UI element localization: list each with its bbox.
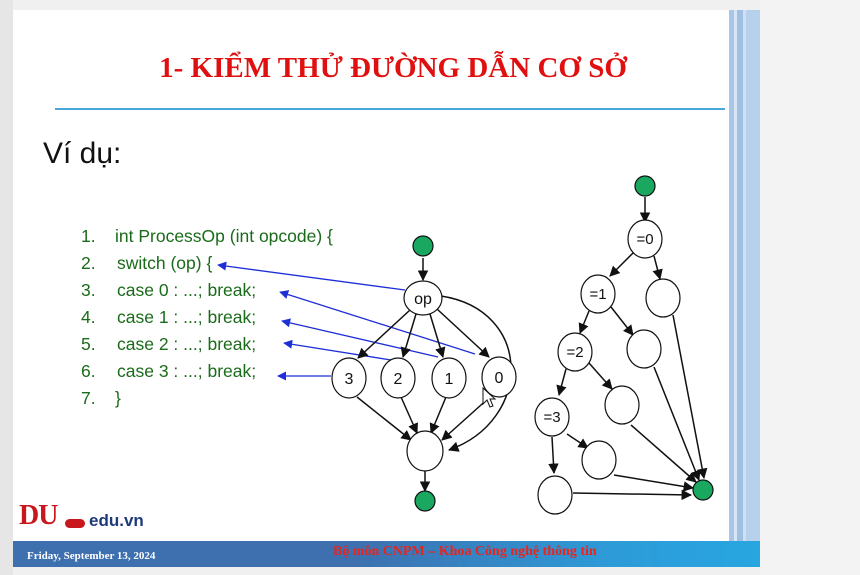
edge: [429, 396, 447, 434]
code-line: 5. case 2 : ...; break;: [81, 334, 256, 355]
code-line: 4. case 1 : ...; break;: [81, 307, 256, 328]
slide-decoration-bars: [729, 10, 760, 567]
edge: [572, 489, 693, 501]
edge: [436, 308, 490, 358]
start-node: [412, 235, 434, 257]
footer-date: Friday, September 13, 2024: [27, 550, 156, 562]
logo-mark: DU: [19, 500, 58, 531]
mapping-arrow: [217, 261, 406, 291]
edge: [400, 313, 417, 359]
join-node: [406, 430, 444, 472]
action-node: [537, 475, 573, 515]
line-number: 7.: [81, 388, 96, 408]
case-node: [380, 357, 416, 399]
mapping-arrow: [281, 318, 439, 358]
window-right-area: [760, 0, 860, 575]
switch-node-label: op: [414, 291, 432, 308]
decision-node: [534, 397, 570, 437]
edge: [588, 362, 613, 390]
title-divider: [55, 108, 725, 110]
footer-bar: Friday, September 13, 2024 Bộ môn CNPM –…: [13, 541, 760, 567]
left-graph-nodes: op 3 2 1 0: [331, 235, 517, 512]
edge: [566, 433, 589, 449]
action-node: [581, 440, 617, 480]
line-number: 1.: [81, 226, 96, 246]
decision-node-label: =1: [589, 286, 606, 303]
edge: [578, 310, 590, 334]
edge: [672, 314, 708, 480]
edge: [400, 396, 418, 434]
left-graph-edges: [356, 258, 512, 493]
decision-node: [557, 332, 593, 372]
case-node-label: 3: [345, 371, 354, 388]
decision-node: [627, 219, 663, 259]
line-number: 6.: [81, 361, 96, 381]
edge: [357, 309, 411, 359]
edge: [556, 368, 567, 397]
case-node: [481, 356, 517, 398]
line-number: 5.: [81, 334, 96, 354]
start-node: [634, 175, 656, 197]
mapping-arrows: [217, 261, 476, 381]
mapping-arrow: [279, 290, 476, 355]
switch-node: [403, 280, 443, 316]
case-node-label: 2: [394, 371, 403, 388]
decision-node-label: =2: [566, 344, 583, 361]
decision-node: [580, 274, 616, 314]
footer-department: Bộ môn CNPM – Khoa Công nghệ thông tin: [333, 544, 597, 559]
code-text: int ProcessOp (int opcode) {: [115, 226, 333, 246]
code-line: 6. case 3 : ...; break;: [81, 361, 256, 382]
case-node-label: 1: [445, 371, 454, 388]
code-line: 2. switch (op) {: [81, 253, 212, 274]
slide: 1- KIỂM THỬ ĐƯỜNG DẪN CƠ SỞ Ví dụ: 1. int…: [13, 10, 760, 567]
flow-graphs: op 3 2 1 0: [217, 175, 714, 515]
right-graph-edges: [548, 197, 708, 501]
mouse-cursor-icon: [482, 386, 497, 408]
action-node: [645, 278, 681, 318]
end-node: [692, 479, 714, 501]
code-line: 3. case 0 : ...; break;: [81, 280, 256, 301]
code-text: case 3 : ...; break;: [117, 361, 257, 381]
logo-text: edu.vn: [89, 511, 144, 530]
case-node: [431, 357, 467, 399]
edge: [609, 252, 634, 277]
edge: [613, 474, 695, 492]
decision-node-label: =0: [636, 231, 653, 248]
line-number: 4.: [81, 307, 96, 327]
edge: [429, 313, 446, 359]
edge: [610, 306, 634, 336]
code-line: 1. int ProcessOp (int opcode) {: [81, 226, 333, 247]
case-node-label: 0: [495, 370, 504, 387]
end-node: [414, 490, 436, 512]
action-node: [604, 385, 640, 425]
case-node: [331, 357, 367, 399]
code-text: }: [115, 388, 121, 408]
action-node: [626, 329, 662, 369]
line-number: 2.: [81, 253, 96, 273]
code-text: case 0 : ...; break;: [117, 280, 257, 300]
code-text: switch (op) {: [117, 253, 213, 273]
example-label: Ví dụ:: [43, 137, 122, 170]
edge: [652, 255, 663, 281]
edge: [653, 366, 701, 481]
window-left-edge: [0, 0, 13, 575]
code-line: 7.}: [81, 388, 121, 409]
logo-swoosh: [65, 519, 85, 528]
edge: [356, 396, 412, 441]
decision-node-label: =3: [543, 409, 560, 426]
slide-title: 1- KIỂM THỬ ĐƯỜNG DẪN CƠ SỞ: [159, 52, 627, 84]
edge: [548, 436, 559, 475]
code-text: case 2 : ...; break;: [117, 334, 257, 354]
mapping-arrow: [283, 339, 392, 361]
right-graph-nodes: =0 =1 =2 =3: [534, 175, 714, 515]
line-number: 3.: [81, 280, 96, 300]
logo: DU edu.vn: [19, 500, 169, 540]
code-text: case 1 : ...; break;: [117, 307, 257, 327]
edge: [630, 424, 697, 483]
